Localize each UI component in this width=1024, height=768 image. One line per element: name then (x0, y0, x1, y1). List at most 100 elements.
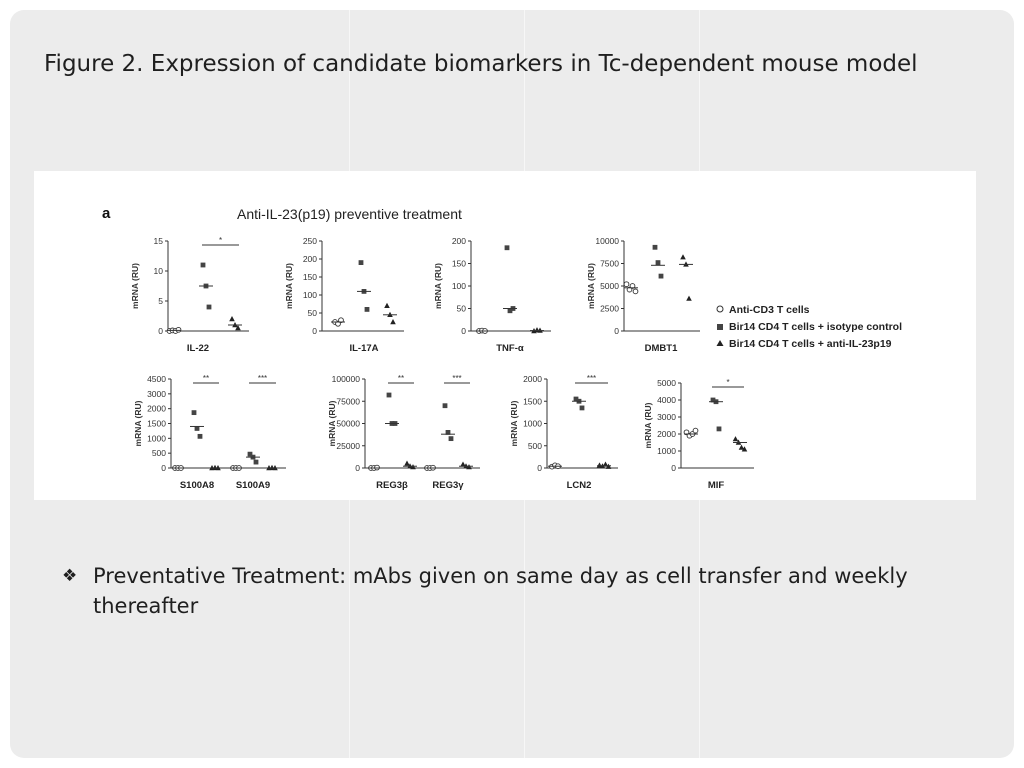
data-point-square (573, 396, 579, 402)
data-point-square (197, 433, 203, 439)
y-tick-label: 0 (161, 463, 166, 473)
y-tick-label: 150 (303, 272, 317, 282)
significance-marker: ** (398, 374, 404, 383)
data-point-square (364, 307, 370, 312)
y-tick-label: 10 (154, 266, 164, 276)
x-axis-label: MIF (708, 480, 725, 491)
y-tick-label: 100000 (332, 374, 361, 384)
data-point-square (710, 397, 716, 403)
bullet-text: Preventative Treatment: mAbs given on sa… (93, 564, 908, 618)
x-axis-label: IL-22 (187, 343, 209, 354)
legend: Anti-CD3 T cells Bir14 CD4 T cells + iso… (716, 304, 902, 350)
x-axis-label: IL-17A (349, 343, 378, 354)
data-point-square (386, 392, 392, 398)
data-point-square (448, 436, 454, 442)
y-tick-label: 7500 (600, 259, 619, 269)
y-tick-label: 50 (457, 304, 467, 314)
y-axis-label: mRNA (RU) (133, 400, 143, 446)
data-point-triangle (738, 444, 745, 450)
data-point-circle (632, 288, 639, 295)
y-tick-label: 2000 (523, 374, 542, 384)
data-point-triangle (235, 325, 241, 331)
y-tick-label: 250 (303, 236, 317, 246)
y-tick-label: 0 (355, 463, 360, 473)
y-axis-label: mRNA (RU) (327, 400, 337, 446)
data-point-square (442, 403, 448, 409)
y-tick-label: 2500 (600, 304, 619, 314)
y-tick-label: 5000 (657, 378, 676, 388)
y-tick-label: 200 (452, 236, 466, 246)
significance-marker: *** (258, 374, 267, 383)
legend-label: Anti-CD3 T cells (729, 304, 810, 316)
significance-marker: * (726, 378, 729, 387)
data-point-triangle (384, 302, 390, 308)
data-point-square (358, 260, 364, 265)
diamond-bullet-icon: ❖ (62, 566, 78, 586)
y-tick-label: 50000 (336, 419, 360, 429)
data-point-triangle (741, 446, 748, 452)
data-point-square (507, 308, 513, 314)
y-tick-label: 500 (528, 441, 542, 451)
y-tick-label: 3000 (657, 412, 676, 422)
y-tick-label: 3000 (147, 389, 166, 399)
data-point-square (200, 262, 206, 268)
data-point-triangle (686, 295, 692, 301)
y-tick-label: 5 (158, 296, 163, 306)
x-axis-label: REG3β (376, 480, 408, 491)
data-point-circle (629, 283, 636, 289)
x-axis-label: LCN2 (567, 480, 592, 491)
y-tick-label: 25000 (336, 441, 360, 451)
y-tick-label: 15 (154, 236, 164, 246)
y-tick-label: 0 (614, 326, 619, 336)
legend-label: Bir14 CD4 T cells + isotype control (729, 321, 902, 333)
legend-marker-circle (716, 305, 724, 313)
y-tick-label: 200 (303, 254, 317, 264)
x-axis-label: S100A8 (180, 480, 214, 491)
data-point-square (194, 426, 200, 431)
significance-marker: *** (587, 374, 596, 383)
data-point-square (206, 304, 212, 310)
legend-marker-square (717, 324, 723, 330)
chart-panel-il22: 0 5 10 15 mRNA (RU) IL-22 * (130, 236, 249, 354)
y-tick-label: 1500 (147, 419, 166, 429)
legend-label: Bir14 CD4 T cells + anti-IL-23p19 (729, 338, 892, 350)
bullet-item: ❖ Preventative Treatment: mAbs given on … (62, 561, 973, 621)
y-axis-label: mRNA (RU) (586, 263, 596, 309)
y-axis-label: mRNA (RU) (130, 263, 140, 309)
data-point-triangle (229, 316, 235, 322)
data-point-circle (623, 281, 630, 288)
y-tick-label: 75000 (336, 396, 360, 406)
y-tick-label: 100 (452, 281, 466, 291)
significance-marker: * (219, 236, 222, 245)
legend-marker-triangle (716, 340, 724, 346)
data-point-circle (175, 326, 182, 333)
y-tick-label: 0 (158, 326, 163, 336)
x-axis-label: TNF-α (496, 343, 524, 354)
data-point-square (658, 273, 664, 279)
slide-title: Figure 2. Expression of candidate biomar… (44, 51, 918, 77)
y-tick-label: 1000 (147, 433, 166, 443)
data-point-square (253, 459, 259, 465)
panel-label: a (102, 205, 111, 222)
y-tick-label: 0 (461, 326, 466, 336)
data-point-triangle (404, 460, 410, 466)
y-tick-label: 0 (671, 463, 676, 473)
data-point-square (504, 245, 510, 251)
y-tick-label: 10000 (595, 236, 619, 246)
data-point-triangle (390, 319, 396, 325)
y-tick-label: 4000 (657, 395, 676, 405)
y-axis-label: mRNA (RU) (433, 263, 443, 309)
data-point-square (716, 426, 722, 432)
data-point-square (655, 260, 661, 265)
charts-group: 0 5 10 15 mRNA (RU) IL-22 * 0 50 100 150 200 250 mRNA… (130, 236, 754, 491)
data-point-square (579, 405, 585, 411)
y-tick-label: 2000 (147, 404, 166, 414)
y-tick-label: 5000 (600, 281, 619, 291)
y-axis-label: mRNA (RU) (284, 263, 294, 309)
